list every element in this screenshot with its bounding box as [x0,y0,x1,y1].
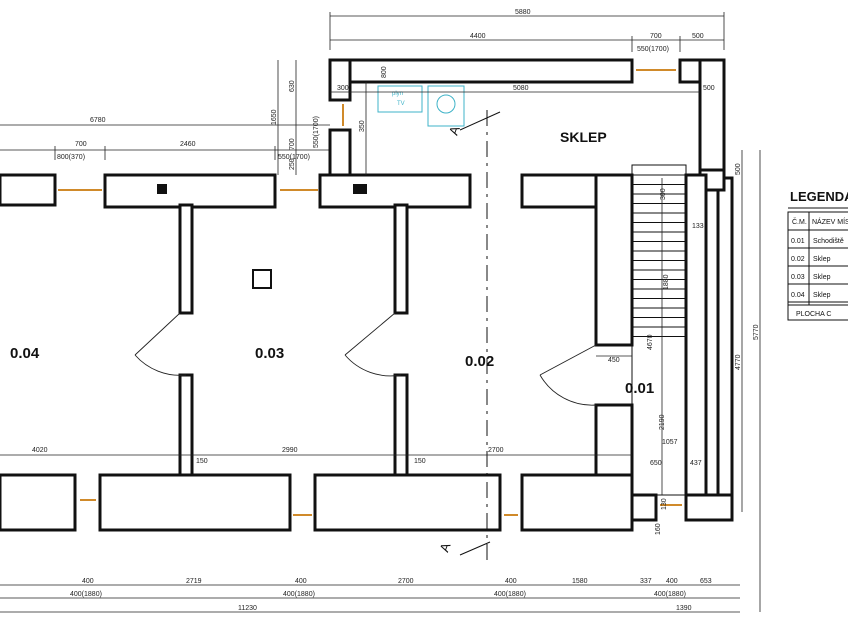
dim-landing-450: 450 [608,357,620,364]
boiler-circle [436,94,456,114]
dim-left-window-sub: 800(370) [57,154,85,161]
dim-bot-2719: 2719 [186,578,202,585]
dim-room-02-w: 2700 [488,447,504,454]
room-label-001: 0.01 [625,380,654,397]
dim-top-left: 4400 [470,33,486,40]
dim-bot-total: 11230 [238,605,257,612]
dim-bot-337: 337 [640,578,652,585]
equipment-box-1 [377,85,423,113]
dim-bot-2700: 2700 [398,578,414,585]
dim-stair-1880: 1880 [663,274,670,290]
dim-stair-2190: 2190 [659,414,666,430]
dim-right-500: 500 [735,163,742,175]
dim-sklep-wall-left: 300 [337,85,349,92]
dim-bot-sub-a: 400(1880) [70,591,102,598]
dim-top-total: 5880 [515,9,531,16]
dim-wall-150-a: 150 [196,458,208,465]
legend-row-no: 0.04 [791,292,805,299]
dim-room-03-w: 2990 [282,447,298,454]
dim-vert-250: 250 [289,158,296,170]
chimney-square [252,269,272,289]
dim-stair-133: 133 [692,223,704,230]
equipment-box-2 [427,85,465,127]
dim-stair-650: 650 [650,460,662,467]
legend-header-no: Č.M. [792,217,807,226]
legend-row-name: Sklep [813,274,831,281]
legend-header-name: NÁZEV MÍS [812,217,848,226]
dim-window-sub-mid: 550(1700) [278,154,310,161]
equipment: plyn TV [377,85,465,127]
left-upper-dimensions: 6780 700 2460 800(370) 550(1700) 630 165… [0,60,330,175]
dim-cont-top: 800 [381,66,388,78]
legend-row-no: 0.03 [791,274,805,281]
windows [58,69,682,516]
dim-stair-300: 300 [660,188,667,200]
dim-bot-400-d: 400 [666,578,678,585]
dim-left-mid: 2460 [180,141,196,148]
dim-stair-130: 130 [661,498,668,510]
legend-row-name: Sklep [813,256,831,263]
chimney-marker-1 [157,184,167,194]
dim-bot-sub-b: 400(1880) [283,591,315,598]
bottom-dimensions: 400 2719 400 2700 400 1580 337 400 653 4… [0,578,740,613]
sklep-dimensions: 300 5080 500 350 800 [330,66,715,175]
dim-bot-1580: 1580 [572,578,588,585]
dim-stair-1057: 1057 [662,439,678,446]
chimney-marker-2 [353,184,367,194]
dim-sklep-inner: 5080 [513,85,529,92]
dim-sklep-height: 350 [359,120,366,132]
dim-right-5770: 5770 [753,324,760,340]
staircase [631,164,687,496]
dim-bot-653: 653 [700,578,712,585]
dim-left-total: 6780 [90,117,106,124]
stair-outline [631,164,687,496]
legend-footer: PLOCHA C [796,311,831,318]
legend: LEGENDA Č.M. NÁZEV MÍS 0.01 Schodiště 0.02… [787,189,848,321]
dim-top-right: 500 [692,33,704,40]
dim-left-window: 700 [75,141,87,148]
dim-stair-4670: 4670 [647,334,654,350]
legend-title: LEGENDA [790,189,848,204]
dim-vert-700: 700 [289,138,296,150]
dim-stair-437: 437 [690,460,702,467]
dim-room-04-w: 4020 [32,447,48,454]
dim-right-4770: 4770 [735,354,742,370]
dim-bot-400-c: 400 [505,578,517,585]
dim-vert-630: 630 [289,80,296,92]
legend-row-name: Sklep [813,292,831,299]
top-dimensions: 5880 4400 700 500 550(1700) [329,9,725,53]
dim-bot-400-b: 400 [295,578,307,585]
legend-row-no: 0.02 [791,256,805,263]
equipment-label-1: plyn [392,91,403,97]
legend-row-no: 0.01 [791,238,805,245]
dim-vert-550: 550(1700) [313,116,320,148]
dim-bot-sub-d: 400(1880) [654,591,686,598]
room-label-004: 0.04 [10,345,40,362]
room-label-sklep: SKLEP [560,129,607,145]
dim-vert-1650: 1650 [271,109,278,125]
room-dimensions: 4020 2990 2700 150 150 [0,447,632,465]
dim-top-window: 700 [650,33,662,40]
dim-wall-150-b: 150 [414,458,426,465]
room-label-002: 0.02 [465,353,494,370]
walls [0,58,734,532]
dim-bot-400-a: 400 [82,578,94,585]
dim-sklep-wall-right: 500 [703,85,715,92]
legend-row-name: Schodiště [813,238,844,245]
equipment-label-2: TV [397,101,405,107]
dim-bot-total-right: 1390 [676,605,692,612]
section-mark-lower: A [436,540,453,554]
dim-bot-sub-c: 400(1880) [494,591,526,598]
dim-top-window-sub: 550(1700) [637,46,669,53]
dim-stair-160: 160 [655,523,662,535]
doors [134,312,597,406]
room-label-003: 0.03 [255,345,284,362]
stair-dimensions: 300 1880 4670 2190 133 1057 650 437 130 … [596,150,761,612]
